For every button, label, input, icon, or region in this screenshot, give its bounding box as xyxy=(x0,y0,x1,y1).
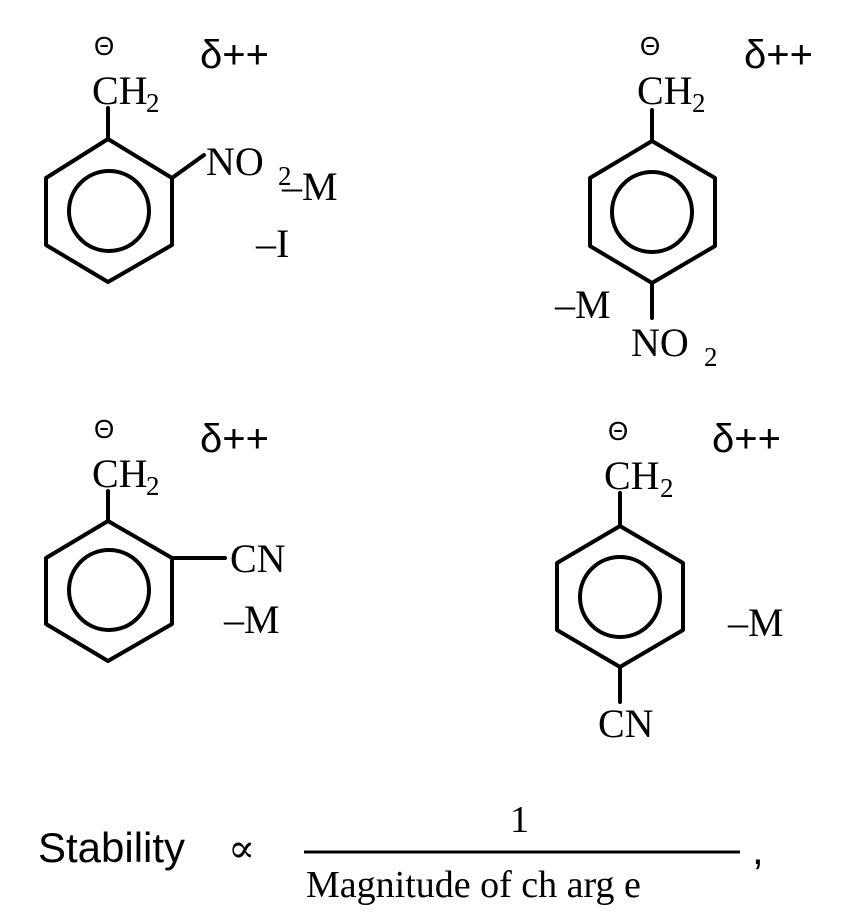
trailing-comma: , xyxy=(752,826,764,873)
nitro-subscript: 2 xyxy=(704,342,718,372)
nitro-subscript: 2 xyxy=(278,161,292,191)
aromatic-circle xyxy=(67,548,151,632)
benzene-ring xyxy=(44,519,174,663)
ch2-label: CH xyxy=(92,451,148,496)
delta-charge-label: δ++ xyxy=(744,33,813,77)
aromatic-circle xyxy=(610,170,694,254)
ch2-subscript: 2 xyxy=(146,471,160,501)
stability-label: Stability xyxy=(38,824,185,871)
ch2-label: CH xyxy=(604,453,660,498)
stability-formula: Stability ∝ 1 Magnitude of ch arg e , xyxy=(38,799,764,906)
ch2-subscript: 2 xyxy=(692,88,706,118)
benzene-ring xyxy=(44,137,174,284)
ch2-label: CH xyxy=(637,68,693,113)
mesomeric-effect-label: –M xyxy=(223,597,280,642)
cyano-group-label: CN xyxy=(230,536,286,581)
nitro-group-label: NO xyxy=(206,139,264,184)
para-cyanobenzyl-anion: Θ CH 2 δ++ CN –M xyxy=(555,416,784,746)
mesomeric-effect-label: –M xyxy=(281,164,338,209)
delta-charge-label: δ++ xyxy=(200,33,269,77)
para-nitrobenzyl-anion: Θ CH 2 δ++ –M NO 2 xyxy=(554,31,813,372)
mesomeric-effect-label: –M xyxy=(554,282,611,327)
carbanion-charge: Θ xyxy=(608,416,628,446)
ortho-nitrobenzyl-anion: Θ CH 2 δ++ NO 2 –M –I xyxy=(44,31,338,284)
ch2-subscript: 2 xyxy=(660,473,674,503)
inductive-effect-label: –I xyxy=(255,221,289,266)
aromatic-circle xyxy=(578,555,662,639)
ch2-label: CH xyxy=(92,68,148,113)
carbanion-charge: Θ xyxy=(94,414,114,444)
ortho-cyanobenzyl-anion: Θ CH 2 δ++ CN –M xyxy=(44,414,286,663)
benzene-ring xyxy=(555,524,685,669)
carbanion-charge: Θ xyxy=(640,31,660,61)
mesomeric-effect-label: –M xyxy=(727,600,784,645)
benzene-ring xyxy=(588,139,717,285)
carbanion-charge: Θ xyxy=(94,31,114,61)
aromatic-circle xyxy=(67,169,151,253)
delta-charge-label: δ++ xyxy=(200,417,269,461)
ch2-subscript: 2 xyxy=(146,88,160,118)
nitro-group-label: NO xyxy=(631,320,689,365)
cyano-group-label: CN xyxy=(598,701,654,746)
nitro-bond xyxy=(170,153,206,180)
proportional-symbol: ∝ xyxy=(228,826,255,871)
fraction-denominator: Magnitude of ch arg e xyxy=(306,864,641,906)
delta-charge-label: δ++ xyxy=(712,417,781,461)
fraction-numerator: 1 xyxy=(510,799,529,841)
